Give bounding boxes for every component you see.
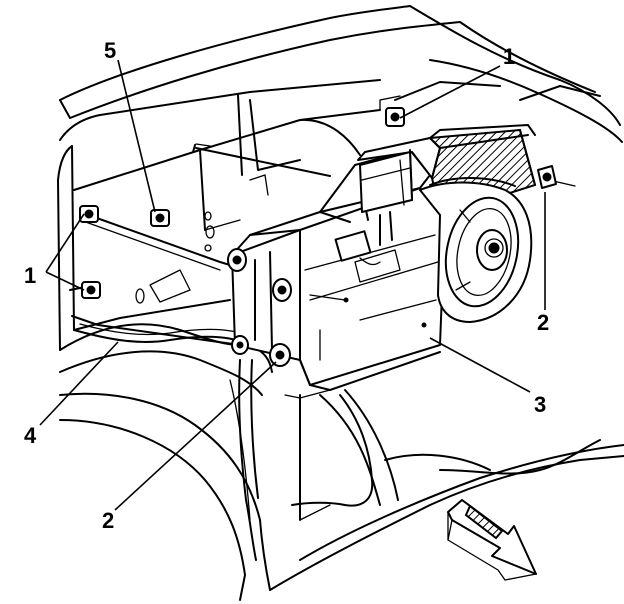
fender-outline bbox=[59, 323, 624, 601]
drain-hose bbox=[73, 323, 374, 561]
firewall-panel bbox=[73, 94, 401, 331]
nut-module-upper bbox=[227, 248, 247, 272]
nut-left-upper bbox=[79, 205, 99, 223]
heater-module-housing bbox=[231, 187, 446, 399]
callout-3: 3 bbox=[534, 392, 546, 417]
nut-top-right bbox=[385, 107, 405, 127]
leader-lines bbox=[39, 59, 546, 511]
blower-motor bbox=[419, 177, 533, 323]
forward-arrow-icon bbox=[447, 499, 537, 581]
callout-labels: 1 1 2 2 3 4 5 bbox=[24, 38, 549, 533]
fasteners bbox=[79, 107, 557, 367]
nut-module-lower bbox=[269, 343, 291, 367]
callout-1-left: 1 bbox=[24, 263, 36, 288]
nut-center bbox=[150, 209, 170, 227]
nut-right-side bbox=[537, 165, 557, 189]
nut-left-lower bbox=[81, 281, 101, 299]
callout-1-top: 1 bbox=[503, 44, 515, 69]
vehicle-body-outline bbox=[57, 5, 623, 351]
callout-2-right: 2 bbox=[537, 310, 549, 335]
nut-module-lower-left bbox=[231, 335, 249, 355]
callout-2-bottom: 2 bbox=[102, 508, 114, 533]
callout-4: 4 bbox=[24, 423, 37, 448]
nut-module-mid bbox=[272, 278, 292, 302]
callout-5: 5 bbox=[104, 38, 116, 63]
